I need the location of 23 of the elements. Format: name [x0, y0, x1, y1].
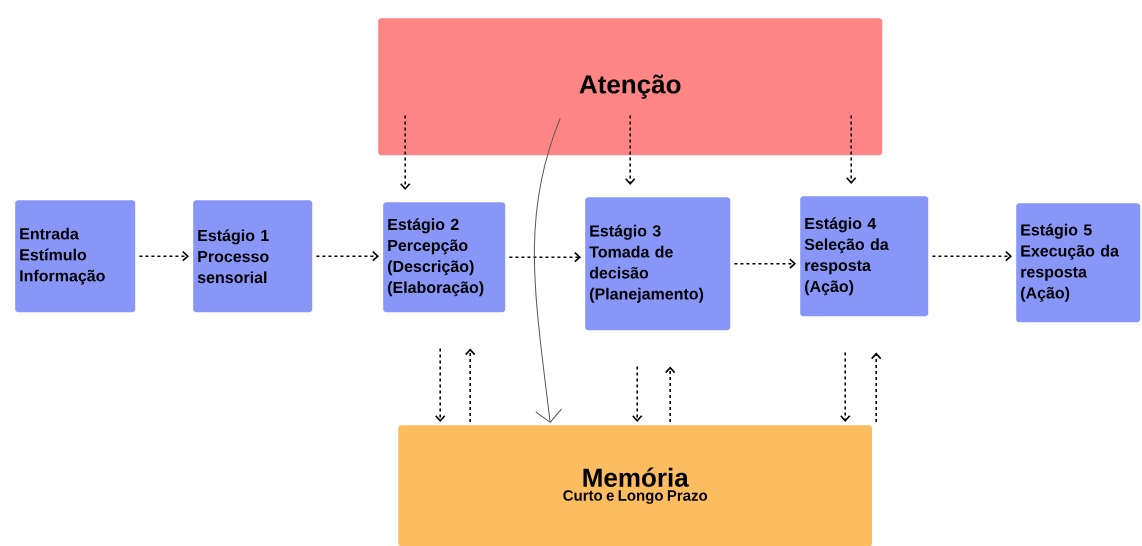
arrow	[399, 114, 411, 190]
arrow	[138, 250, 189, 262]
stage-box: Estágio 4 Seleção da resposta (Ação)	[800, 196, 929, 317]
stage-box: Estágio 5 Execução da resposta (Ação)	[1016, 203, 1141, 323]
arrow	[464, 348, 476, 423]
arrow	[931, 250, 1012, 262]
stage-box: Estágio 3 Tomada de decisão (Planejamento)	[585, 197, 731, 331]
memory-band: Memória Curto e Longo Prazo	[398, 425, 873, 546]
arrow	[733, 258, 796, 269]
arrow	[664, 366, 676, 423]
arrow	[624, 114, 636, 185]
arrow	[315, 250, 379, 262]
attention-band: Atenção	[378, 18, 883, 156]
arrow	[508, 251, 581, 263]
stage-box: Entrada Estímulo Informação	[15, 200, 136, 313]
arrow	[845, 114, 857, 184]
arrow	[870, 352, 882, 423]
stage-box: Estágio 1 Processo sensorial	[193, 200, 313, 313]
arrow	[631, 365, 643, 422]
stage-box: Estágio 2 Percepção (Descrição) (Elaboração)	[383, 202, 506, 313]
arrow	[533, 117, 563, 423]
arrow	[434, 347, 446, 422]
arrow	[839, 351, 851, 422]
